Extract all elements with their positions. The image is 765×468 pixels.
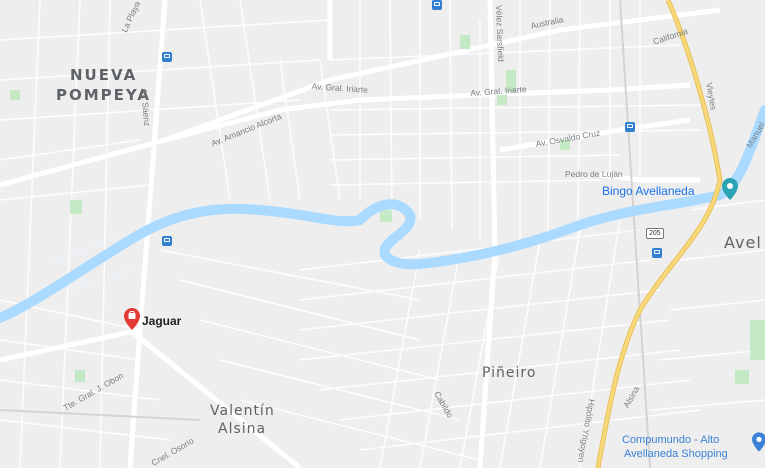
transit-stop-icon[interactable] (162, 52, 172, 62)
railway (0, 0, 651, 468)
highway (596, 0, 722, 468)
area-label-nueva: NUEVA (70, 66, 138, 84)
transit-stop-icon[interactable] (625, 122, 635, 132)
area-label-valentin: Valentín (210, 403, 275, 419)
route-shield-205: 205 (646, 228, 664, 239)
area-label-pompeya: POMPEYA (56, 86, 151, 104)
area-label-pineiro: Piñeiro (482, 365, 537, 381)
compumundo-pin-icon[interactable] (752, 432, 765, 452)
riachuelo-river (0, 105, 765, 323)
street-label-av-saenz: Av. Sáenz (139, 87, 153, 127)
area-label-alsina: Alsina (218, 421, 267, 437)
poi-label-compumundo-line2[interactable]: Avellaneda Shopping (624, 448, 728, 460)
transit-stop-icon[interactable] (432, 0, 442, 10)
poi-label-jaguar[interactable]: Jaguar (142, 314, 182, 328)
street-label-velez-sarsfield: Vélez Sarsfield (494, 4, 506, 62)
bingo-pin-icon[interactable] (722, 178, 738, 200)
major-roads (0, 0, 721, 468)
parks (10, 35, 765, 384)
poi-label-bingo-avellaneda[interactable]: Bingo Avellaneda (602, 184, 695, 198)
area-label-avellaneda: Avel (724, 233, 762, 252)
transit-stop-icon[interactable] (162, 236, 172, 246)
transit-stop-icon[interactable] (652, 248, 662, 258)
jaguar-pin-icon[interactable] (124, 308, 140, 330)
street-label-pedro-de-lujan: Pedro de Luján (565, 169, 623, 179)
poi-label-compumundo-line1[interactable]: Compumundo - Alto (622, 434, 720, 446)
